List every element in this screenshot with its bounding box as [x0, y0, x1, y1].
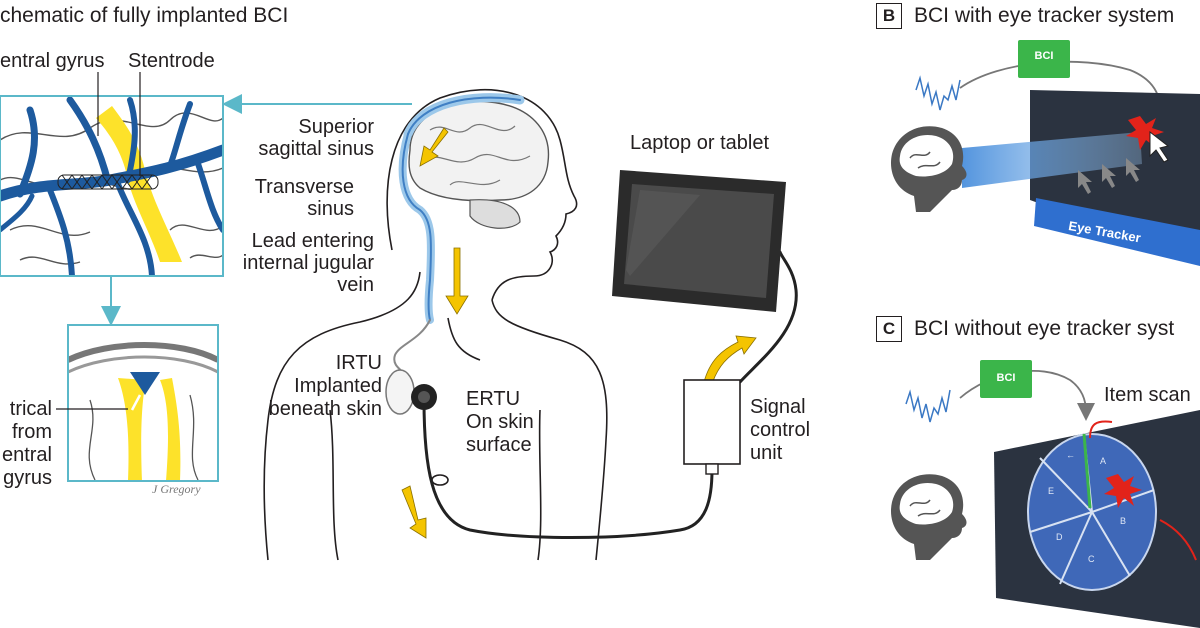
brain-in-head: [408, 100, 550, 229]
label-laptop: Laptop or tablet: [630, 132, 769, 154]
panel-b-title: BCI with eye tracker system: [914, 4, 1175, 27]
label-superior-sinus-1: Superior: [298, 116, 374, 138]
wheel-letter-d: D: [1056, 532, 1063, 542]
label-ertu-3: surface: [466, 434, 532, 456]
bci-label-c: BCI: [996, 372, 1016, 384]
panel-c-letter: C: [876, 316, 902, 342]
wheel-letter-back: ←: [1066, 450, 1075, 460]
label-superior-sinus-2: sagittal sinus: [258, 138, 374, 160]
bci-box-b: [1018, 40, 1070, 78]
label-transverse-2: sinus: [307, 198, 354, 220]
label-electrical-4: gyrus: [3, 467, 52, 489]
cortex-inset: [0, 72, 412, 326]
label-lead-3: vein: [337, 274, 374, 296]
item-scan-label: Item scan: [1104, 384, 1191, 406]
label-irtu-1: IRTU: [335, 352, 382, 374]
flow-arrows: [401, 127, 757, 539]
label-irtu-3: beneath skin: [268, 398, 382, 420]
cross-section-inset: [56, 324, 219, 482]
ertu-device: [411, 384, 437, 410]
wheel-letter-b: B: [1120, 516, 1126, 526]
label-stentrode: Stentrode: [128, 50, 215, 72]
panel-c-artwork: A B C D E ←: [890, 360, 1200, 628]
label-signal-3: unit: [750, 442, 783, 464]
bci-label-b: BCI: [1034, 50, 1054, 62]
label-irtu-2: Implanted: [294, 375, 382, 397]
label-electrical-3: entral: [1, 444, 52, 466]
patient-illustration: [263, 88, 608, 561]
venous-sinus-lead: [385, 93, 798, 539]
wheel-letter-a: A: [1100, 456, 1106, 466]
signal-control-unit: [683, 379, 741, 475]
tablet-device: [612, 170, 786, 312]
panel-c-title: BCI without eye tracker syst: [914, 317, 1175, 340]
label-lead-1: Lead entering: [251, 230, 374, 252]
label-ertu-1: ERTU: [466, 388, 521, 410]
wheel-letter-c: C: [1088, 554, 1095, 564]
label-signal-2: control: [750, 419, 811, 441]
label-ertu-2: On skin: [466, 411, 534, 433]
label-electrical-2: from: [12, 421, 52, 443]
panel-b-letter: B: [876, 3, 902, 29]
label-central-gyrus: entral gyrus: [0, 50, 105, 72]
bci-box-c: [980, 360, 1032, 398]
label-electrical-1: trical: [9, 398, 52, 420]
eye-tracker-bar: [1034, 198, 1200, 266]
artist-signature: J Gregory: [152, 482, 201, 496]
label-signal-1: Signal: [750, 396, 806, 418]
stentrode-mesh: [57, 174, 159, 190]
gaze-beam: [962, 132, 1142, 188]
panel-a-title: chematic of fully implanted BCI: [0, 4, 289, 27]
label-lead-2: internal jugular: [242, 252, 374, 274]
label-transverse-1: Transverse: [254, 176, 354, 198]
wheel-letter-e: E: [1048, 486, 1054, 496]
panel-b-artwork: [890, 40, 1200, 266]
